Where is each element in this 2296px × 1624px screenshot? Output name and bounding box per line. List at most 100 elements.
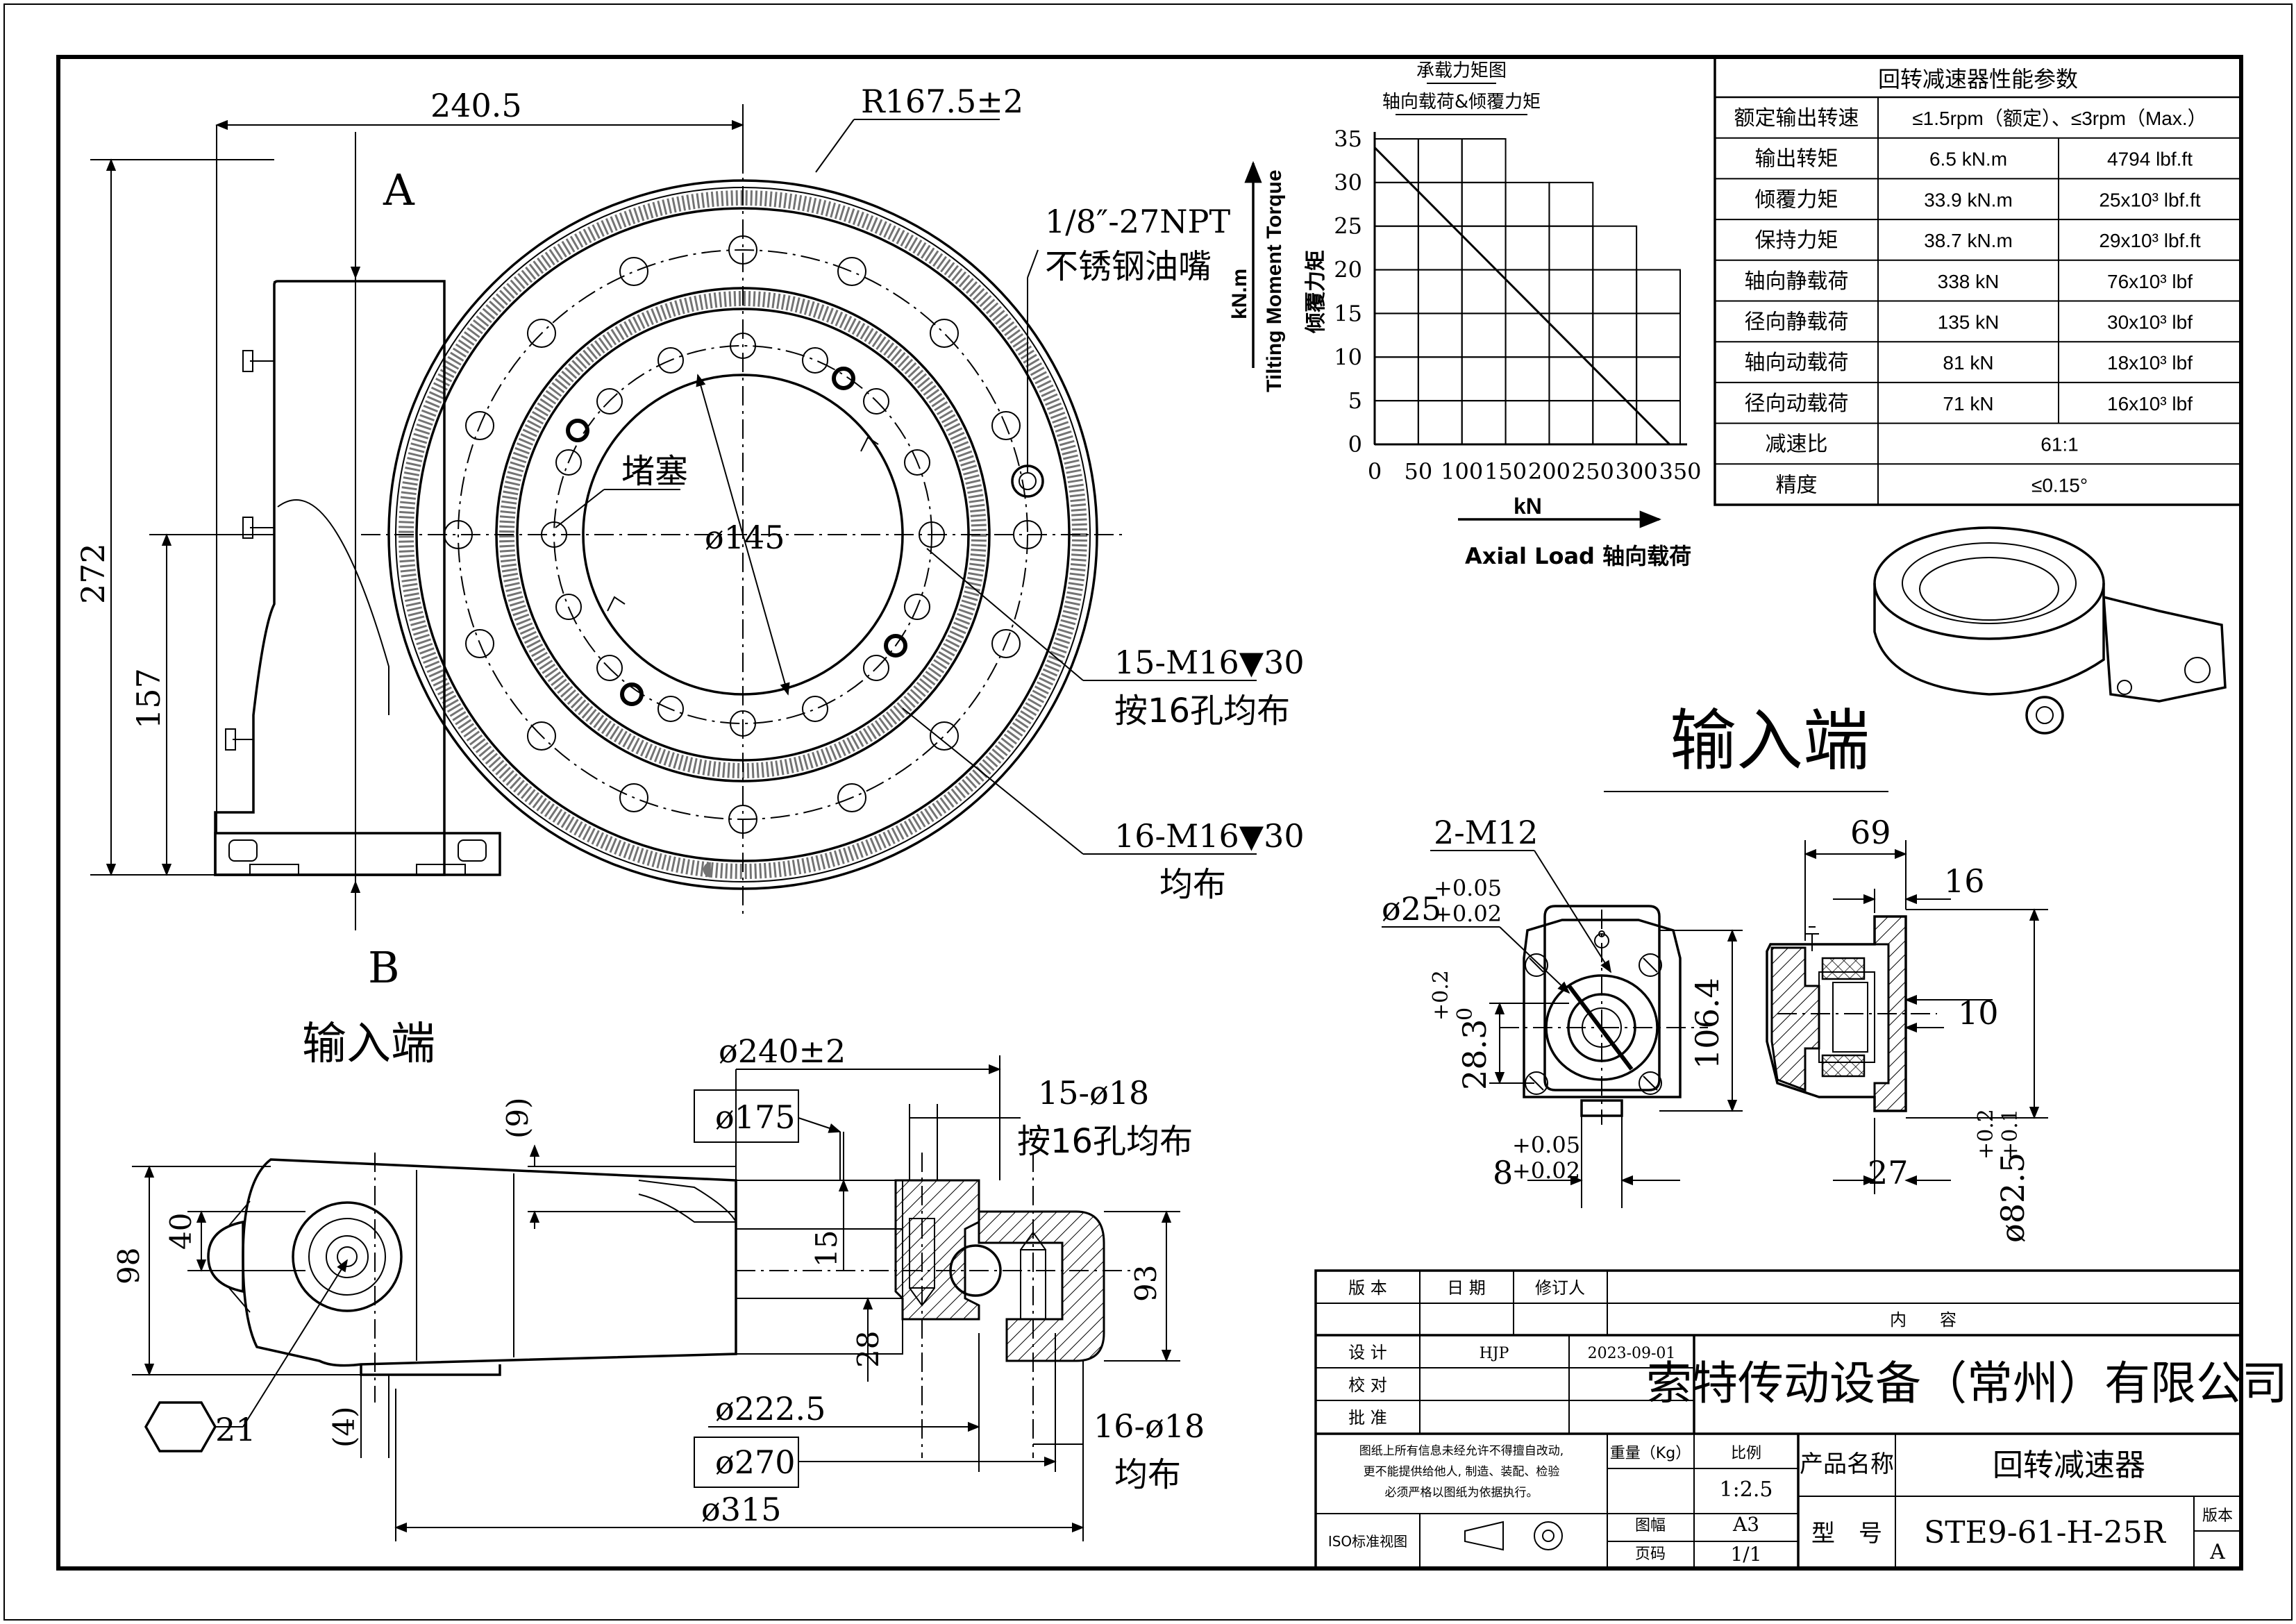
dim-240-5: 240.5 xyxy=(430,87,522,124)
perf-row-value-imperial: 4794 lbf.ft xyxy=(2107,149,2193,170)
dim-16: 16 xyxy=(1944,862,1985,900)
perf-row-value: ≤0.15° xyxy=(2031,474,2088,496)
perf-row-label: 倾覆力矩 xyxy=(1755,187,1838,212)
tb-product-h: 产品名称 xyxy=(1800,1450,1894,1478)
perf-row-value: 61:1 xyxy=(2041,434,2079,455)
chart-y-unit: kN.m xyxy=(1228,269,1251,319)
dim-9: (9) xyxy=(501,1098,535,1139)
dim-w8-tol-dn: +0.02 xyxy=(1512,1157,1580,1184)
outer-border xyxy=(3,3,2293,1621)
chart-y-tick: 15 xyxy=(1334,300,1362,326)
chart-grid-cell xyxy=(1374,181,1419,227)
dim-bore: ø145 xyxy=(705,519,785,556)
chart-x-tick: 50 xyxy=(1404,458,1432,485)
dim-d270: ø270 xyxy=(715,1443,796,1481)
tb-notice-3: 必须严格以图纸为依据执行。 xyxy=(1385,1486,1539,1500)
chart-grid-cell xyxy=(1461,269,1507,315)
perf-row-label: 额定输出转速 xyxy=(1734,106,1859,131)
dim-93: 93 xyxy=(1129,1265,1163,1302)
section-a: A xyxy=(383,165,415,215)
chart-grid-cell xyxy=(1417,181,1463,227)
chart-x-tick: 300 xyxy=(1616,458,1658,485)
perf-row-value-imperial: 16x10³ lbf xyxy=(2107,393,2193,415)
tb-iso: ISO标准视图 xyxy=(1328,1533,1407,1550)
dim-d315: ø315 xyxy=(701,1491,782,1528)
tb-notice-2: 更不能提供给他人, 制造、装配、检验 xyxy=(1364,1465,1560,1479)
dim-radius: R167.5±2 xyxy=(861,83,1023,120)
tb-design: 设 计 xyxy=(1348,1343,1387,1362)
chart-grid-cell xyxy=(1592,225,1638,271)
callout-npt: 1/8″-27NPT xyxy=(1045,203,1230,240)
tb-model-h: 型 号 xyxy=(1811,1520,1882,1548)
perf-row-label: 径向静载荷 xyxy=(1745,310,1849,335)
perf-row-value-imperial: 76x10³ lbf xyxy=(2107,271,2193,292)
chart-grid-cell xyxy=(1417,225,1463,271)
chart-x-tick: 150 xyxy=(1484,458,1527,485)
callout-outer-holes-1: 16-M16▼30 xyxy=(1114,817,1305,855)
tb-design-date: 2023-09-01 xyxy=(1588,1345,1676,1362)
chart-grid-cell xyxy=(1636,356,1681,402)
chart-grid-cell xyxy=(1417,269,1463,315)
chart-grid-cell xyxy=(1417,400,1463,446)
callout-inner-holes-1: 15-M16▼30 xyxy=(1114,644,1305,681)
chart-grid-cell xyxy=(1374,356,1419,402)
tb-page: 1/1 xyxy=(1730,1543,1761,1566)
dim-d25: ø25 xyxy=(1382,890,1441,928)
chart-y-tick: 25 xyxy=(1334,213,1362,240)
tb-version-h: 版本 xyxy=(2202,1507,2233,1525)
dim-d25-tol-up: +0.05 xyxy=(1434,875,1502,901)
front-view: 240.5 R167.5±2 272 157 ø145 A B 输入端 1/8″… xyxy=(74,83,1305,1070)
tb-version: A xyxy=(2209,1540,2225,1564)
tb-product: 回转减速器 xyxy=(1993,1448,2145,1483)
chart-grid-cell xyxy=(1461,225,1507,271)
dim-157: 157 xyxy=(130,668,167,729)
perf-row-value: 135 kN xyxy=(1938,312,2000,333)
chart-grid-cell xyxy=(1548,225,1594,271)
perf-row-value: 33.9 kN.m xyxy=(1924,189,2013,210)
chart-grid-cell xyxy=(1636,400,1681,446)
chart-grid-cell xyxy=(1461,138,1507,183)
perf-row-value: 71 kN xyxy=(1943,393,1993,415)
perf-row-value-imperial: 25x10³ lbf.ft xyxy=(2099,189,2201,210)
dim-d82: ø82.5 xyxy=(1994,1153,2031,1243)
tb-approve: 批 准 xyxy=(1348,1408,1387,1428)
chart-grid xyxy=(1373,132,1687,446)
side-holes-a-2: 按16孔均布 xyxy=(1017,1122,1193,1161)
iso-projection-cone-icon xyxy=(1464,1521,1504,1551)
chart-title: 承载力矩图 xyxy=(1416,60,1507,81)
dim-w8-tol-up: +0.05 xyxy=(1512,1132,1580,1158)
dim-h28-tol-up: +0.2 xyxy=(1429,970,1453,1021)
tb-designer: HJP xyxy=(1480,1345,1509,1362)
chart-grid-cell xyxy=(1505,225,1550,271)
chart-ylabel-cn: 倾覆力矩 xyxy=(1304,250,1328,334)
tb-paper-h: 图幅 xyxy=(1635,1517,1666,1534)
tb-check: 校 对 xyxy=(1348,1375,1387,1395)
chart-grid-cell xyxy=(1592,269,1638,315)
perf-table-title: 回转减速器性能参数 xyxy=(1878,66,2078,92)
chart-grid-cell xyxy=(1374,138,1419,183)
perf-row-value: 38.7 kN.m xyxy=(1924,230,2013,251)
dim-d25-tol-dn: +0.02 xyxy=(1434,901,1502,927)
iso-product-view xyxy=(1873,526,2227,735)
side-holes-b-2: 均布 xyxy=(1114,1455,1181,1494)
chart-grid-cell xyxy=(1592,400,1638,446)
chart-x-unit: kN xyxy=(1514,494,1542,519)
tb-reviser-h: 修订人 xyxy=(1535,1278,1585,1298)
chart-grid-cell xyxy=(1505,400,1550,446)
dim-40: 40 xyxy=(164,1213,198,1250)
dim-h106: 106.4 xyxy=(1689,978,1726,1069)
chart-grid-cell xyxy=(1505,181,1550,227)
input-end-view: 输入端 2-M12 ø25 +0.05 +0.02 28.3 +0.2 0 xyxy=(1382,702,2048,1243)
chart-grid-cell xyxy=(1417,356,1463,402)
chart-grid-cell xyxy=(1505,356,1550,402)
dim-d222: ø222.5 xyxy=(715,1390,826,1428)
chart-y-tick: 20 xyxy=(1334,257,1362,283)
perf-row-value-imperial: 29x10³ lbf.ft xyxy=(2099,230,2201,251)
side-holes-a-1: 15-ø18 xyxy=(1038,1074,1149,1112)
chart-series xyxy=(1373,147,1670,446)
tb-scale-h: 比例 xyxy=(1731,1445,1761,1462)
chart-grid-cell xyxy=(1461,356,1507,402)
tb-content-h: 内 容 xyxy=(1890,1310,1956,1330)
